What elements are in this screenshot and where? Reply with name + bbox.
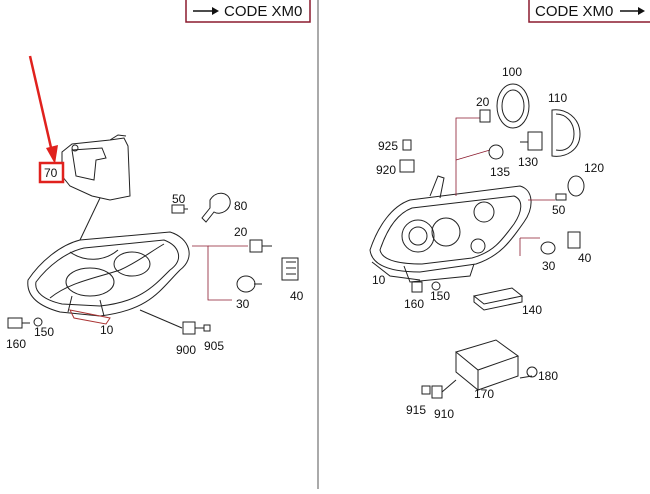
callout-label: 130 [518, 155, 538, 169]
part-50-left[interactable]: 50 [171, 192, 188, 214]
callout-label: 80 [234, 199, 248, 213]
callout-label: 905 [204, 339, 224, 353]
callout-label: 50 [172, 192, 186, 206]
code-label-left: CODE XM0 [224, 3, 302, 20]
part-180-right[interactable]: 180 [519, 366, 558, 383]
part-40-left[interactable]: 40 [281, 257, 304, 303]
callout-label: 140 [522, 303, 542, 317]
part-70-cover[interactable] [61, 134, 131, 201]
part-130-right[interactable]: 130 [518, 131, 543, 169]
part-900-left[interactable]: 900 905 [139, 309, 224, 357]
part-925-right[interactable]: 925 [378, 139, 412, 153]
part-30-left[interactable]: 30 [236, 275, 262, 311]
callout-label: 160 [404, 297, 424, 311]
callout-label: 135 [490, 165, 510, 179]
callout-label: 30 [236, 297, 250, 311]
callout-label: 910 [434, 407, 454, 421]
part-50-right[interactable]: 50 [552, 193, 567, 217]
leader-lines-right [455, 117, 555, 256]
callout-label: 150 [430, 289, 450, 303]
part-110-right[interactable]: 110 [548, 91, 581, 157]
part-80-left[interactable]: 80 [201, 192, 248, 223]
callout-label: 40 [290, 289, 304, 303]
callout-label: 120 [584, 161, 604, 175]
callout-label: 50 [552, 203, 566, 217]
part-170-right[interactable]: 170 [454, 339, 520, 401]
callout-label: 40 [578, 251, 592, 265]
part-910-right[interactable]: 910 [431, 379, 457, 421]
part-135-right[interactable]: 135 [488, 144, 510, 179]
part-160-right[interactable]: 160 [404, 281, 424, 311]
callout-label: 100 [502, 65, 522, 79]
callout-label: 30 [542, 259, 556, 273]
code-label-right: CODE XM0 [535, 3, 613, 20]
part-140-right[interactable]: 140 [472, 287, 542, 317]
part-20-left[interactable]: 20 [234, 225, 272, 253]
headlamp-assembly-right[interactable] [369, 175, 532, 283]
part-70-label: 70 [44, 166, 58, 180]
part-120-right[interactable]: 120 [567, 161, 604, 197]
highlight-arrow [28, 55, 58, 164]
part-70-callout[interactable]: 70 [38, 161, 65, 184]
part-920-right[interactable]: 920 [376, 159, 415, 177]
callout-label: 10 [372, 273, 386, 287]
callout-label: 920 [376, 163, 396, 177]
callout-label: 925 [378, 139, 398, 153]
part-40-right[interactable]: 40 [567, 231, 592, 265]
callout-label: 160 [6, 337, 26, 351]
arrow-right-icon [212, 7, 219, 15]
callout-label: 150 [34, 325, 54, 339]
part-915-right[interactable]: 915 [406, 385, 431, 417]
part-30-right[interactable]: 30 [540, 241, 556, 273]
part-160-left[interactable]: 160 [6, 317, 30, 351]
callout-label: 915 [406, 403, 426, 417]
callout-label: 180 [538, 369, 558, 383]
part-20-right[interactable]: 20 [476, 95, 491, 123]
arrow-right-icon [638, 7, 645, 15]
headlamp-assembly-left[interactable] [27, 197, 190, 325]
callout-label: 110 [548, 91, 567, 105]
code-box-left[interactable]: CODE XM0 [185, 0, 311, 23]
callout-label: 10 [100, 323, 114, 337]
callout-label: 20 [476, 95, 490, 109]
callout-label: 900 [176, 343, 196, 357]
callout-label: 20 [234, 225, 248, 239]
code-box-right[interactable]: CODE XM0 [528, 0, 650, 23]
leader-lines-left [192, 245, 248, 301]
part-150-right[interactable]: 150 [430, 281, 450, 303]
part-150-left[interactable]: 150 [33, 317, 54, 339]
part-100-right[interactable]: 100 [496, 65, 530, 129]
callout-label: 170 [474, 387, 494, 401]
